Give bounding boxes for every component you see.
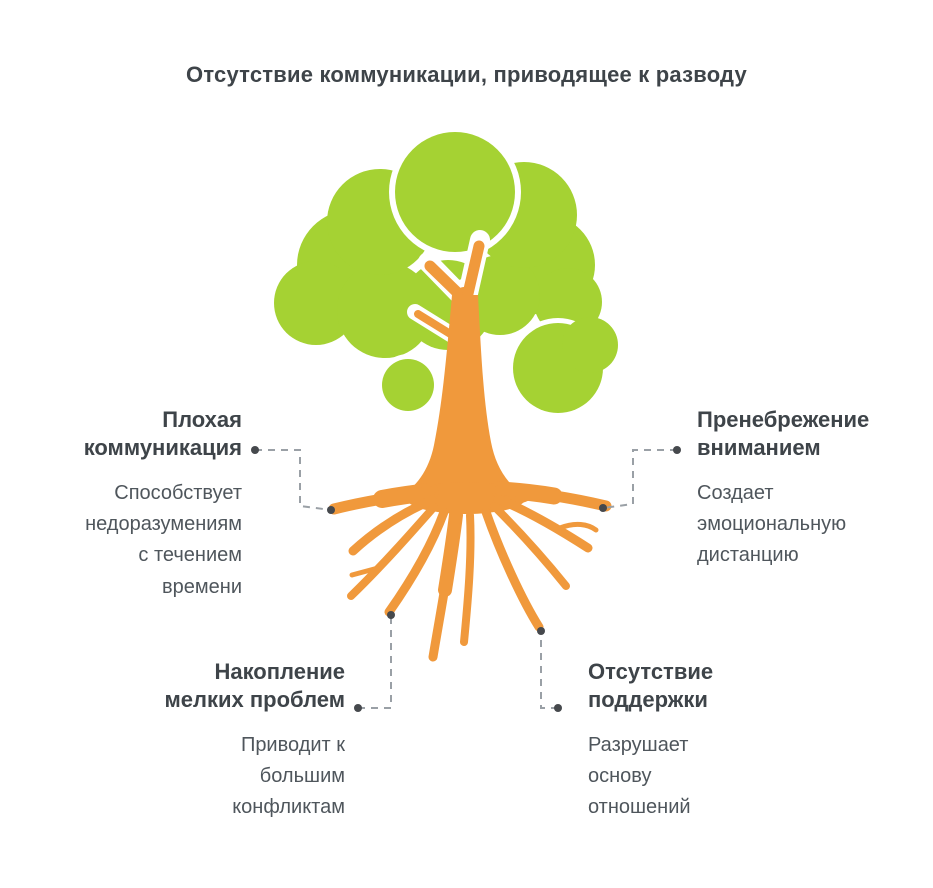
page-title: Отсутствие коммуникации, приводящее к ра… <box>186 62 747 87</box>
connector-small-problems <box>354 611 395 712</box>
node-small-problems: Накопление мелких проблем <box>145 658 345 714</box>
node-neglect-attention-description: Создает эмоциональную дистанцию <box>697 478 907 572</box>
node-description: Приводит к большим конфликтам <box>232 734 345 819</box>
connector-neglect-attention <box>599 446 681 512</box>
node-lack-support: Отсутствие поддержки <box>588 658 788 714</box>
tree-roots <box>328 481 612 662</box>
node-lack-support-description: Разрушает основу отношений <box>588 730 788 824</box>
node-heading: Накопление мелких проблем <box>164 659 345 713</box>
node-description: Разрушает основу отношений <box>588 734 691 819</box>
node-poor-communication-description: Способствует недоразумениям с течением в… <box>42 478 242 603</box>
node-heading: Плохая коммуникация <box>83 407 242 461</box>
node-poor-communication: Плохая коммуникация <box>42 406 242 462</box>
connector-lack-support <box>537 627 562 712</box>
node-description: Способствует недоразумениям с течением в… <box>85 482 242 598</box>
node-heading: Пренебрежение вниманием <box>697 407 870 461</box>
node-description: Создает эмоциональную дистанцию <box>697 482 847 567</box>
connector-poor-communication <box>251 446 335 514</box>
node-heading: Отсутствие поддержки <box>588 659 714 713</box>
node-neglect-attention: Пренебрежение вниманием <box>697 406 907 462</box>
node-small-problems-description: Приводит к большим конфликтам <box>145 730 345 824</box>
